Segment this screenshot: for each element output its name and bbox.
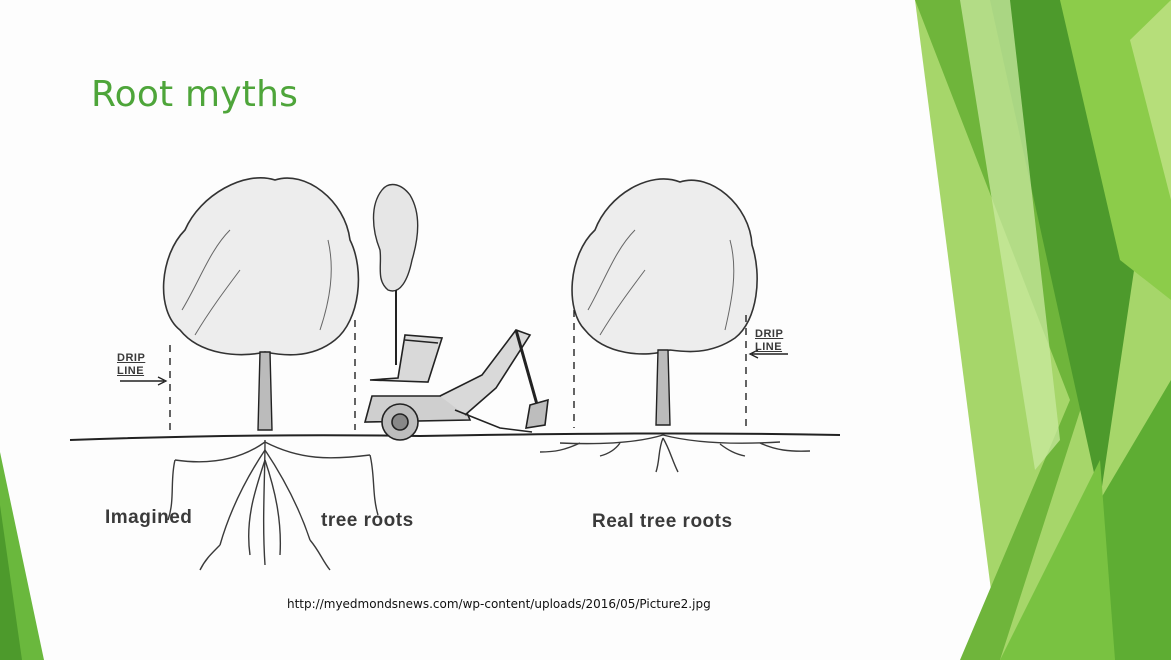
caption-imagined: Imagined <box>105 507 192 529</box>
caption-tree-roots: tree roots <box>321 510 414 532</box>
root-system-illustration-real <box>540 435 810 472</box>
root-system-illustration-imagined <box>168 440 378 570</box>
tree-illustration-left <box>164 178 359 430</box>
drip-line-label-right-text: DRIP LINE <box>755 328 783 354</box>
backhoe-illustration <box>365 330 548 440</box>
drip-line-label-left-text: DRIP LINE <box>117 352 145 378</box>
ground-line <box>70 433 840 440</box>
slide-title: Root myths <box>91 74 298 115</box>
caption-real-tree-roots: Real tree roots <box>592 511 733 533</box>
drip-line-label-left: DRIP LINE <box>117 352 145 378</box>
drip-line-label-right: DRIP LINE <box>755 328 783 354</box>
source-url: http://myedmondsnews.com/wp-content/uplo… <box>287 597 711 611</box>
tree-illustration-right <box>572 179 757 425</box>
